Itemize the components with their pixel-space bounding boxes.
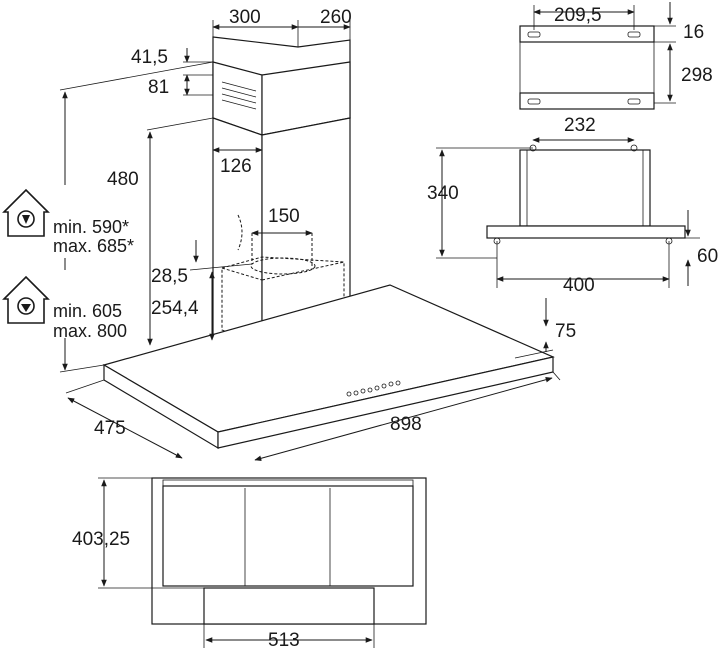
dim-bracket-spacing: 298 (681, 65, 713, 86)
dim-mount-width: 400 (563, 275, 595, 296)
dimension-labels: 300 260 41,5 81 126 480 150 28,5 254,4 4… (53, 5, 718, 650)
recirculation-max: max. 800 (53, 321, 127, 341)
dim-control-width: 513 (268, 630, 300, 650)
control-panel (203, 587, 375, 625)
extraction-max: max. 685* (53, 236, 134, 256)
dim-filter-depth: 403,25 (72, 529, 130, 550)
bracket-bottom (519, 92, 655, 110)
dim-hood-thickness: 75 (555, 321, 576, 342)
dim-mount-height: 340 (427, 183, 459, 204)
dim-bracket-hole-spacing: 209,5 (554, 5, 602, 26)
extraction-min: min. 590* (53, 217, 129, 237)
dim-hood-depth: 475 (94, 418, 126, 439)
dim-chimney-depth: 260 (320, 7, 352, 28)
dim-mount-hole-spacing: 232 (564, 115, 596, 136)
dim-vent-zone: 81 (148, 77, 169, 98)
bracket-top (519, 25, 655, 43)
dim-top-gap: 41,5 (131, 47, 168, 68)
recirculation-mode-icon (2, 275, 50, 324)
dim-vent-offset: 126 (220, 156, 252, 177)
dim-mount-bottom: 60 (697, 246, 718, 267)
dim-outlet-diameter: 150 (268, 206, 300, 227)
extraction-mode-icon (2, 188, 50, 237)
mount-chimney (519, 149, 651, 227)
main-dimension-lines (59, 20, 561, 462)
filter-panel (162, 485, 414, 587)
mount-canopy-edge (486, 225, 686, 239)
wall-bracket-view (519, 2, 676, 110)
dim-bracket-top: 16 (683, 22, 704, 43)
dim-chimney-width: 300 (229, 7, 261, 28)
dim-outlet-offset: 28,5 (151, 266, 188, 287)
dim-motor-height: 254,4 (151, 298, 199, 319)
mount-view (436, 137, 700, 288)
chimney-lower-front (212, 117, 263, 356)
recirculation-min: min. 605 (53, 301, 122, 321)
bottom-view (98, 477, 427, 648)
vent-slots (221, 81, 257, 110)
hood-perspective (102, 36, 555, 450)
dim-chimney-height: 480 (107, 169, 139, 190)
dim-hood-width: 898 (390, 414, 422, 435)
